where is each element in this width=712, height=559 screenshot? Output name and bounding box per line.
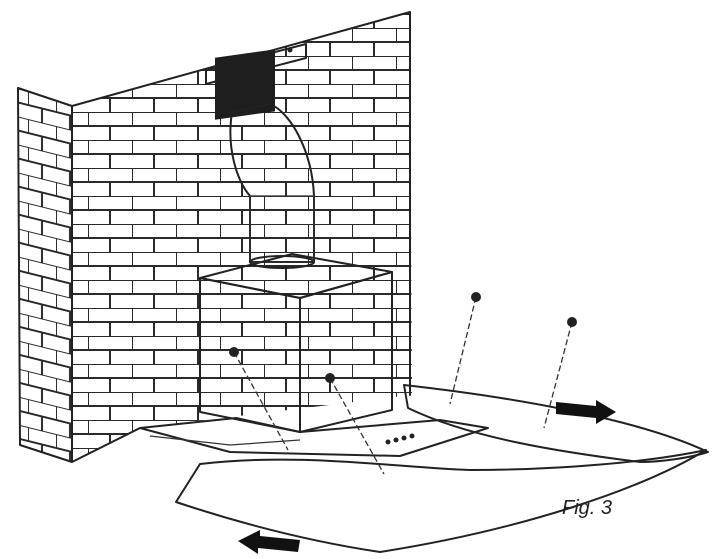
flexible-duct: [229, 103, 315, 269]
wall-front-face: [72, 12, 412, 462]
screw-1: [229, 347, 289, 451]
glass-canopy-left: [175, 449, 707, 553]
arrow-left-canopy: [238, 530, 300, 554]
hood-base: [139, 417, 489, 457]
arrow-right-canopy: [556, 400, 616, 424]
glass-canopy-right: [403, 384, 709, 463]
brick-wall: [17, 11, 412, 463]
screw-4: [543, 317, 577, 429]
wall-left-side: [18, 88, 72, 462]
figure-caption: Fig. 3: [562, 497, 613, 519]
screw-3: [449, 292, 481, 405]
screw-2: [325, 373, 385, 475]
wall-vent-opening: [215, 49, 275, 120]
